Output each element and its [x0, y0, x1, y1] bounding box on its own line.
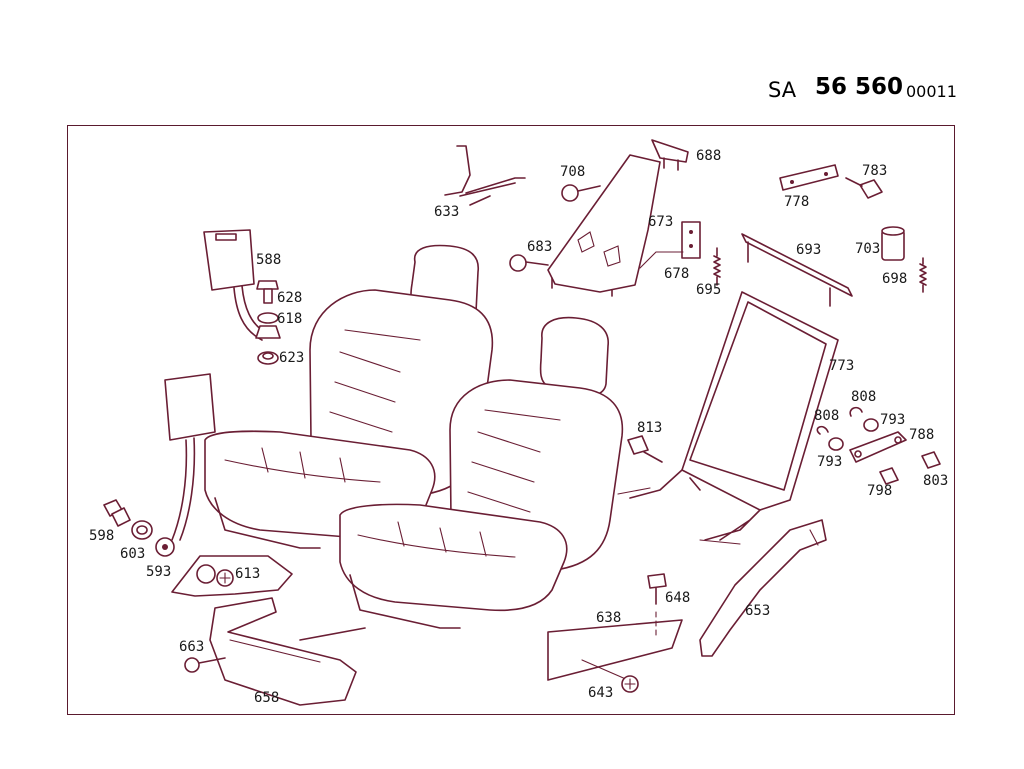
label-708: 708 [560, 164, 585, 180]
diagram-frame [67, 125, 955, 715]
label-673: 673 [648, 214, 673, 230]
label-778: 778 [784, 194, 809, 210]
screw-683-drawing [509, 254, 549, 272]
label-693: 693 [796, 242, 821, 258]
bolt-803-drawing [921, 451, 941, 469]
label-773: 773 [829, 358, 854, 374]
clips-808-drawing [816, 406, 863, 435]
label-613: 613 [235, 566, 260, 582]
spacer-618-drawing [255, 312, 281, 339]
bolt-813-drawing [627, 435, 663, 463]
panel-673-drawing [547, 154, 661, 297]
label-588: 588 [256, 252, 281, 268]
label-643: 643 [588, 685, 613, 701]
label-603: 603 [120, 546, 145, 562]
washers-793-drawing [828, 418, 879, 451]
label-678: 678 [664, 266, 689, 282]
clip-688-drawing [651, 139, 689, 171]
spring-698-drawing [919, 257, 927, 293]
label-783: 783 [862, 163, 887, 179]
label-633: 633 [434, 204, 459, 220]
bolt-628-drawing [256, 280, 279, 304]
label-698: 698 [882, 271, 907, 287]
label-658: 658 [254, 690, 279, 706]
label-703: 703 [855, 241, 880, 257]
drawing-code-number: 56 560 [815, 74, 904, 100]
cover-bracket-613-drawing [171, 555, 293, 597]
label-593: 593 [146, 564, 171, 580]
label-813: 813 [637, 420, 662, 436]
label-793-right: 793 [880, 412, 905, 428]
label-648: 648 [665, 590, 690, 606]
washer-623-drawing [257, 351, 279, 365]
bracket-633-drawing [444, 145, 526, 206]
bracket-678-drawing [639, 221, 701, 269]
label-638: 638 [596, 610, 621, 626]
label-808-left: 808 [814, 408, 839, 424]
seat-right-drawing [299, 316, 624, 641]
bolt-598-drawing [103, 499, 131, 527]
trim-panel-638-drawing [547, 619, 683, 681]
belt-buckle-upper-drawing [203, 229, 269, 341]
bushing-603-drawing [131, 520, 153, 540]
bolt-648-drawing [647, 573, 667, 639]
label-598: 598 [89, 528, 114, 544]
rail-693-drawing [741, 233, 853, 307]
drawing-code-suffix: 00011 [906, 82, 957, 101]
bolt-798-drawing [879, 467, 899, 485]
bolt-783-drawing [845, 177, 883, 199]
label-808-top: 808 [851, 389, 876, 405]
label-793-lower: 793 [817, 454, 842, 470]
drawing-code-prefix: SA [768, 78, 797, 102]
part-labels: 588 628 618 623 633 708 688 673 683 678 … [89, 148, 948, 706]
plate-778-drawing [779, 164, 839, 191]
label-618: 618 [277, 311, 302, 327]
label-803: 803 [923, 473, 948, 489]
label-683: 683 [527, 239, 552, 255]
link-788-drawing [849, 431, 907, 463]
label-628: 628 [277, 290, 302, 306]
side-trim-658-drawing [209, 597, 357, 706]
seat-left-drawing [204, 244, 494, 549]
screw-643-drawing [621, 675, 639, 693]
sleeve-703-drawing [881, 226, 905, 261]
label-688: 688 [696, 148, 721, 164]
belt-buckle-lower-drawing [155, 373, 216, 557]
screw-663-drawing [184, 657, 226, 673]
label-623: 623 [279, 350, 304, 366]
label-663: 663 [179, 639, 204, 655]
label-788: 788 [909, 427, 934, 443]
label-653: 653 [745, 603, 770, 619]
seat-frame-773-drawing [617, 291, 839, 545]
screw-708-drawing [561, 184, 601, 202]
label-695: 695 [696, 282, 721, 298]
trim-653-drawing [699, 519, 827, 657]
label-798: 798 [867, 483, 892, 499]
spring-695-drawing [713, 247, 721, 286]
